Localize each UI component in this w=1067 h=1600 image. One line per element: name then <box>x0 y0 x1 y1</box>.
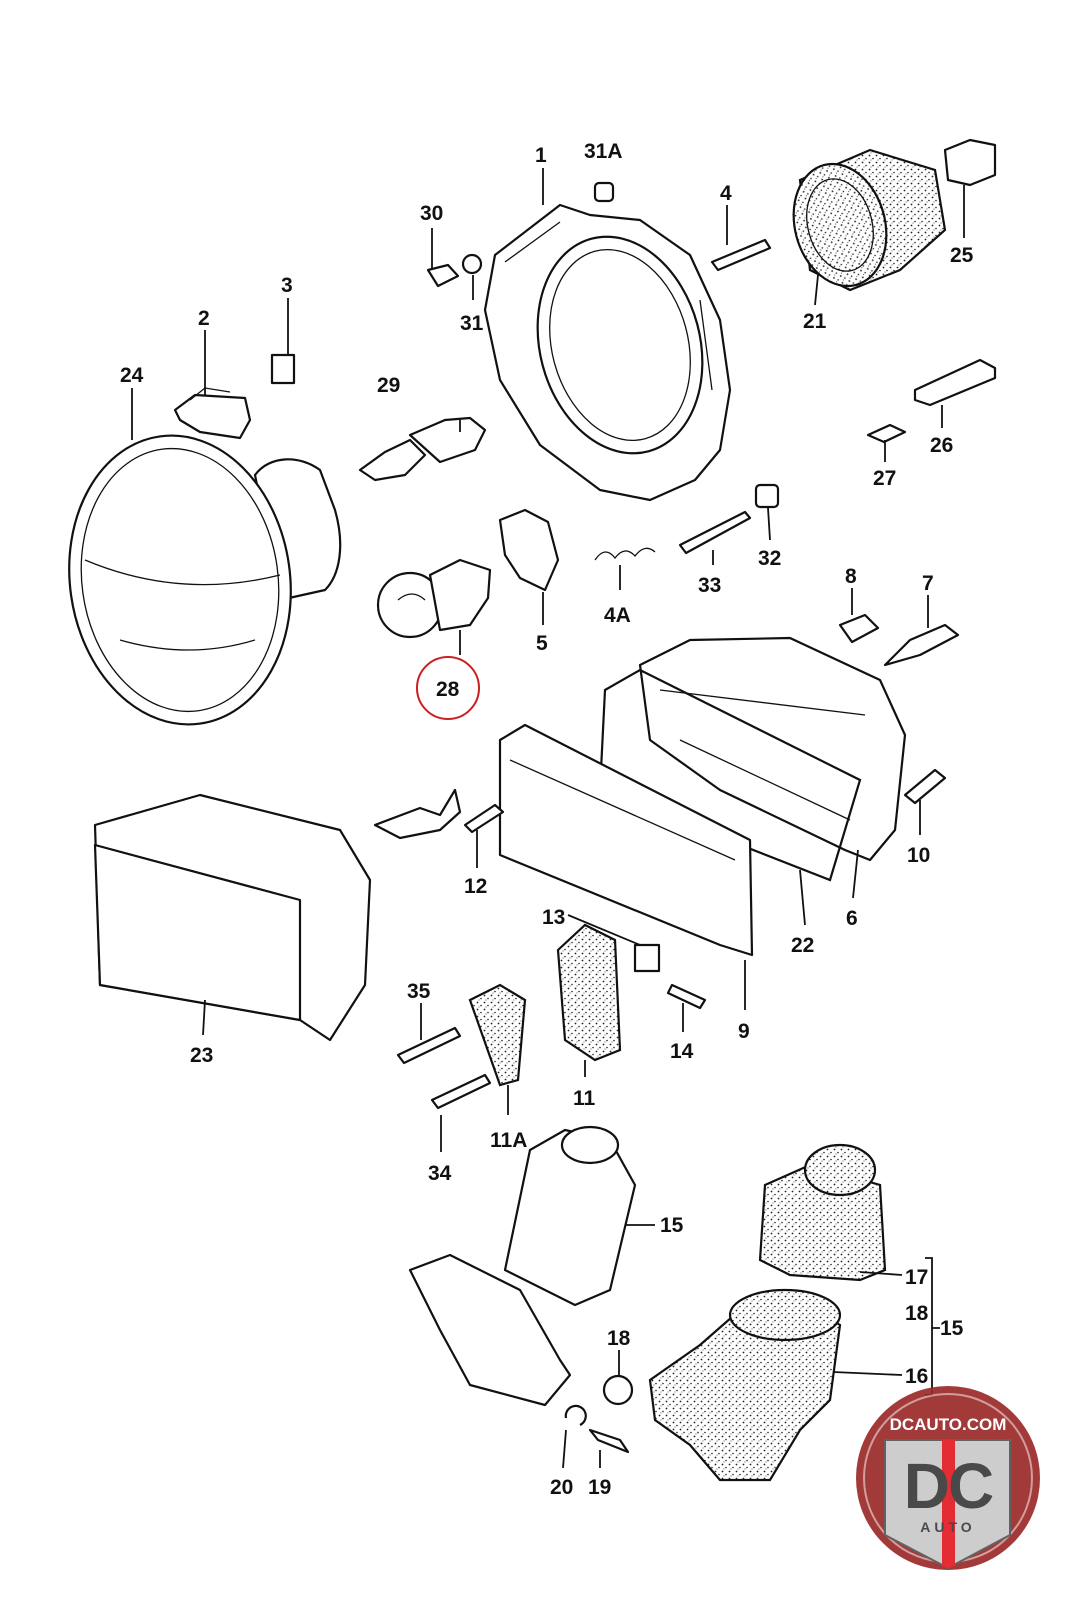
leader-lines <box>131 168 965 1469</box>
callout-11a: 11A <box>490 1129 527 1152</box>
nut-18 <box>602 1374 634 1406</box>
callout-18-right: 18 <box>905 1302 929 1325</box>
cover-panel <box>556 923 622 1062</box>
insulating-sleeve <box>913 358 997 407</box>
bulb-with-socket <box>376 558 492 639</box>
highlight-circle <box>416 656 480 720</box>
callout-9: 9 <box>738 1020 750 1043</box>
callout-23: 23 <box>190 1044 213 1067</box>
round-headlight <box>68 434 342 726</box>
circlip-20 <box>564 1404 587 1426</box>
callout-27: 27 <box>873 467 896 490</box>
callout-31a: 31A <box>584 140 623 163</box>
rectangular-headlight <box>93 788 462 1042</box>
connector <box>943 138 997 187</box>
adjusting-spring <box>594 547 656 561</box>
callout-5: 5 <box>536 632 548 655</box>
callout-16: 16 <box>905 1365 928 1388</box>
screw-12 <box>463 803 505 834</box>
callout-25: 25 <box>950 244 974 267</box>
adjusting-screw <box>678 510 752 555</box>
logo-letters: DC <box>904 1450 993 1522</box>
callout-35: 35 <box>407 980 431 1003</box>
callout-8: 8 <box>845 565 857 588</box>
callout-3: 3 <box>281 274 293 297</box>
bolt-34 <box>430 1073 492 1110</box>
fog-light-lens <box>498 723 754 957</box>
headlight-ring <box>483 203 732 502</box>
h4-bulb <box>358 416 487 482</box>
callout-4a: 4A <box>604 604 631 627</box>
callout-17: 17 <box>905 1266 928 1289</box>
screw-10 <box>903 768 947 805</box>
rubber-boot <box>792 148 947 292</box>
callout-1: 1 <box>535 144 547 167</box>
callout-19: 19 <box>588 1476 611 1499</box>
callout-12: 12 <box>464 875 487 898</box>
callout-7: 7 <box>922 572 934 595</box>
callout-29: 29 <box>377 374 400 397</box>
dcauto-logo: DCAUTO.COM DC AUTO <box>856 1386 1040 1570</box>
callout-20: 20 <box>550 1476 573 1499</box>
filter-and-pump-body <box>648 1143 887 1482</box>
logo-word: AUTO <box>920 1519 975 1535</box>
callout-24: 24 <box>120 364 144 387</box>
screw-14 <box>666 983 707 1010</box>
callout-28-highlighted: 28 <box>436 678 460 701</box>
cover-panel-11a <box>468 983 527 1087</box>
side-light-bulb <box>838 613 880 644</box>
callout-15-right: 15 <box>940 1317 964 1340</box>
callout-32: 32 <box>758 547 781 570</box>
callout-4: 4 <box>720 182 732 205</box>
callout-15: 15 <box>660 1214 684 1237</box>
terminal <box>866 423 907 444</box>
callout-33: 33 <box>698 574 721 597</box>
callouts: 1 31A 4 25 30 31 21 3 2 24 29 26 27 32 3… <box>120 140 974 1499</box>
screw-and-washers <box>426 181 615 288</box>
spring-ring <box>498 508 560 592</box>
washer-pump <box>408 1125 637 1407</box>
callout-10: 10 <box>907 844 930 867</box>
bulb-socket <box>173 387 252 440</box>
clip-13 <box>633 943 661 973</box>
callout-31: 31 <box>460 312 484 335</box>
callout-30: 30 <box>420 202 443 225</box>
bolt <box>710 238 772 272</box>
retaining-clip <box>270 353 296 385</box>
fog-light-housing <box>638 636 907 862</box>
callout-11: 11 <box>573 1087 596 1110</box>
fog-light-bulb <box>883 623 960 667</box>
callout-26: 26 <box>930 434 953 457</box>
callout-18: 18 <box>607 1327 631 1350</box>
bolt-35 <box>396 1026 462 1065</box>
logo-site-text: DCAUTO.COM <box>890 1415 1007 1434</box>
nut <box>754 483 780 509</box>
callout-6: 6 <box>846 907 858 930</box>
callout-14: 14 <box>670 1040 694 1063</box>
bolt-19 <box>588 1428 630 1454</box>
callout-34: 34 <box>428 1162 452 1185</box>
callout-13: 13 <box>542 906 565 929</box>
callout-22: 22 <box>791 934 814 957</box>
callout-21: 21 <box>803 310 827 333</box>
callout-2: 2 <box>198 307 210 330</box>
